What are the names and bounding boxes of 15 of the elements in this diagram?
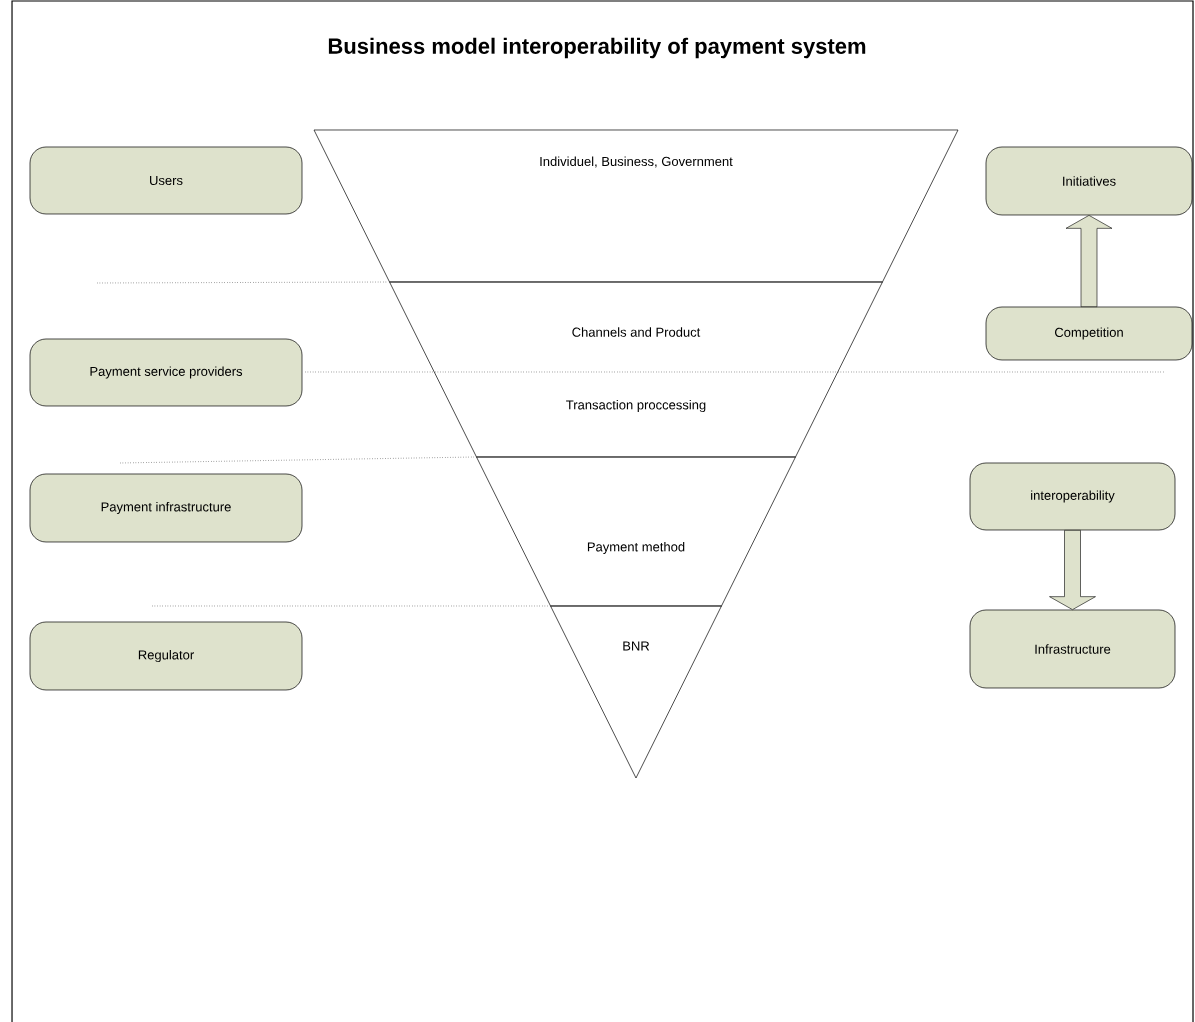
block-arrow <box>1065 215 1113 307</box>
rounded-box: Payment infrastructure <box>29 473 303 543</box>
rounded-box: interoperability <box>969 462 1176 531</box>
funnel-band: Individuel, Business, Government <box>313 129 959 283</box>
funnel-band: Payment method <box>476 456 796 607</box>
rounded-box: Regulator <box>29 621 303 691</box>
rounded-box: Competition <box>985 306 1193 361</box>
rounded-box: Infrastructure <box>969 609 1176 689</box>
rounded-box: Initiatives <box>985 146 1193 216</box>
block-arrow <box>1049 530 1096 610</box>
funnel-band: Channels and Product Transaction proccessing <box>389 281 883 458</box>
funnel-band: BNR <box>550 605 722 779</box>
rounded-box: Payment service providers <box>29 338 303 407</box>
title: Business model interoperability of payment system <box>328 37 866 59</box>
rounded-box: Users <box>29 146 303 215</box>
